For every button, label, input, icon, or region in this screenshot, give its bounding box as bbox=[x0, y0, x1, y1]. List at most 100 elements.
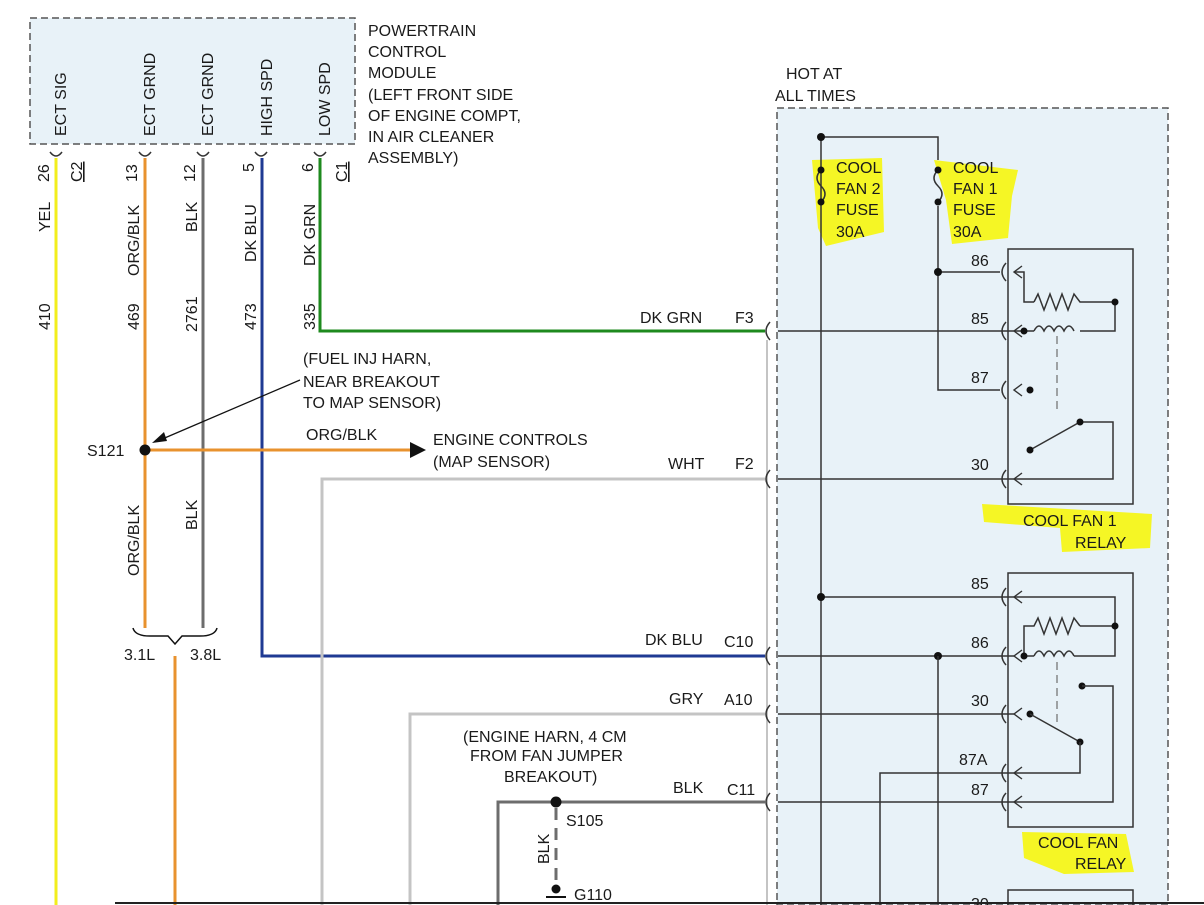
connector-c2: C2 bbox=[69, 161, 86, 182]
wire-dk-blu-473 bbox=[260, 158, 765, 658]
wire-label-473: 473 bbox=[243, 303, 260, 330]
wire-label-dk-blu: DK BLU bbox=[243, 204, 260, 262]
s105-note-line-1: (ENGINE HARN, 4 CM bbox=[463, 729, 627, 746]
wire-label-yel: YEL bbox=[37, 202, 54, 232]
pcm-title-line-6: IN AIR CLEANER bbox=[368, 129, 494, 146]
relay-2-pin-86: 86 bbox=[971, 635, 989, 652]
hot-bus-junction bbox=[817, 133, 825, 141]
relay-2-blade bbox=[1029, 713, 1081, 743]
wire-label-dk-grn: DK GRN bbox=[302, 204, 319, 266]
pcm-box bbox=[29, 17, 356, 145]
highlights bbox=[812, 158, 1152, 874]
branch-label-org-blk: ORG/BLK bbox=[306, 427, 377, 444]
relay-2-box bbox=[1007, 572, 1134, 828]
relay-1-name-line-1: COOL FAN 1 bbox=[1023, 513, 1117, 530]
relay-2-no-path bbox=[1014, 685, 1114, 803]
s105-note-line-2: FROM FAN JUMPER bbox=[470, 748, 623, 765]
splice-s105-dot bbox=[550, 796, 562, 808]
relay-1-coil-dot bbox=[1111, 298, 1119, 306]
relay-2-pin-87a: 87A bbox=[959, 752, 988, 769]
relay-2-coil-dot bbox=[1111, 622, 1119, 630]
connector-c1: C1 bbox=[334, 161, 351, 182]
fuse-1-label-line-2: FAN 1 bbox=[953, 181, 998, 198]
fuse-1-label-line-4: 30A bbox=[953, 224, 982, 241]
conn-pin-f3: F3 bbox=[735, 310, 754, 327]
pcm-title-line-1: POWERTRAIN bbox=[368, 23, 476, 40]
fuse-2-label-line-2: FAN 2 bbox=[836, 181, 881, 198]
relay-1-coil-dot-2 bbox=[1020, 327, 1028, 335]
arrow-map-sensor bbox=[410, 442, 426, 458]
fuse-1-top bbox=[934, 166, 942, 174]
engine-label-38l: 3.8L bbox=[190, 647, 221, 664]
pin-num-26: 26 bbox=[36, 164, 53, 182]
ground-wire-label-blk: BLK bbox=[536, 833, 553, 864]
pin-label-ect-sig: ECT SIG bbox=[53, 72, 70, 136]
fuse-2-label-line-1: COOL bbox=[836, 160, 881, 177]
box-connector-marks bbox=[765, 321, 771, 812]
fuse-1-label-line-3: FUSE bbox=[953, 202, 996, 219]
below-label-blk: BLK bbox=[184, 499, 201, 530]
pcm-title-line-3: MODULE bbox=[368, 65, 436, 82]
ground-g110-dot bbox=[551, 884, 561, 894]
wire-gry-a10 bbox=[408, 712, 765, 905]
relay-2-coil bbox=[1014, 596, 1116, 658]
hot-label-line-2: ALL TIMES bbox=[775, 88, 856, 105]
s121-note-line-1: (FUEL INJ HARN, bbox=[303, 351, 431, 368]
conn-wire-wht: WHT bbox=[668, 456, 705, 473]
conn-pin-f2: F2 bbox=[735, 456, 754, 473]
map-dest-line-1: ENGINE CONTROLS bbox=[433, 432, 588, 449]
relay-1-pivot bbox=[1026, 446, 1034, 454]
r2-85-junction bbox=[817, 593, 825, 601]
relay-1-pin-86: 86 bbox=[971, 253, 989, 270]
engine-option-bracket bbox=[132, 627, 218, 646]
splice-s121-dot bbox=[139, 444, 151, 456]
conn-pin-a10: A10 bbox=[724, 692, 753, 709]
s121-note-line-3: TO MAP SENSOR) bbox=[303, 395, 441, 412]
s105-note-line-3: BREAKOUT) bbox=[504, 769, 597, 786]
relay-2-name-line-2: RELAY bbox=[1075, 856, 1127, 873]
conn-wire-blk: BLK bbox=[673, 780, 704, 797]
pcm-title-line-7: ASSEMBLY) bbox=[368, 150, 458, 167]
fuse-1-junction bbox=[934, 268, 942, 276]
wire-label-org-blk: ORG/BLK bbox=[126, 205, 143, 276]
splice-s105-label: S105 bbox=[566, 813, 603, 830]
ground-g110-label: G110 bbox=[574, 887, 612, 904]
s121-pointer-arrow bbox=[152, 432, 167, 443]
pin-label-high-spd: HIGH SPD bbox=[259, 59, 276, 136]
conn-wire-dk-blu: DK BLU bbox=[645, 632, 703, 649]
fuse-cool-fan-1-symbol bbox=[933, 169, 943, 203]
relay-3-partial-pin: 30 bbox=[971, 896, 989, 905]
pin-label-ect-grnd-13: ECT GRND bbox=[142, 53, 159, 136]
pin-label-low-spd: LOW SPD bbox=[317, 62, 334, 136]
relay-2-pin-30: 30 bbox=[971, 693, 989, 710]
fuse-1-bottom bbox=[934, 198, 942, 206]
relay-2-pin-87: 87 bbox=[971, 782, 989, 799]
relay-1-pin-85: 85 bbox=[971, 311, 989, 328]
splice-s121-label: S121 bbox=[87, 443, 124, 460]
pin-num-12: 12 bbox=[182, 164, 199, 182]
relay-1-switch-blade bbox=[1014, 421, 1114, 480]
s121-pointer-line bbox=[159, 379, 301, 441]
relay-1-box bbox=[1007, 248, 1134, 505]
below-label-org-blk: ORG/BLK bbox=[126, 505, 143, 576]
relay-2-coil-dot-2 bbox=[1020, 652, 1028, 660]
wire-wht-f2 bbox=[320, 477, 765, 905]
relay-3-partial-box bbox=[1007, 889, 1134, 905]
relay-1-pin-30: 30 bbox=[971, 457, 989, 474]
wire-r2-87a bbox=[879, 772, 1014, 905]
fuse-2-top bbox=[817, 166, 825, 174]
relay-1-contact-87 bbox=[1026, 386, 1034, 394]
pin-num-6: 6 bbox=[300, 163, 317, 172]
wire-label-335: 335 bbox=[302, 303, 319, 330]
pcm-title-line-2: CONTROL bbox=[368, 44, 446, 61]
fuse-2-label-line-4: 30A bbox=[836, 224, 865, 241]
wire-label-469: 469 bbox=[126, 303, 143, 330]
relay-2-nc-path bbox=[1014, 742, 1081, 774]
wire-blk-c11 bbox=[496, 800, 765, 905]
wire-label-blk: BLK bbox=[184, 201, 201, 232]
fuse-1-bus bbox=[937, 206, 1000, 391]
fuse-2-label-line-3: FUSE bbox=[836, 202, 879, 219]
pcm-title: POWERTRAIN CONTROL MODULE (LEFT FRONT SI… bbox=[368, 23, 521, 167]
relay-2-pin-85: 85 bbox=[971, 576, 989, 593]
